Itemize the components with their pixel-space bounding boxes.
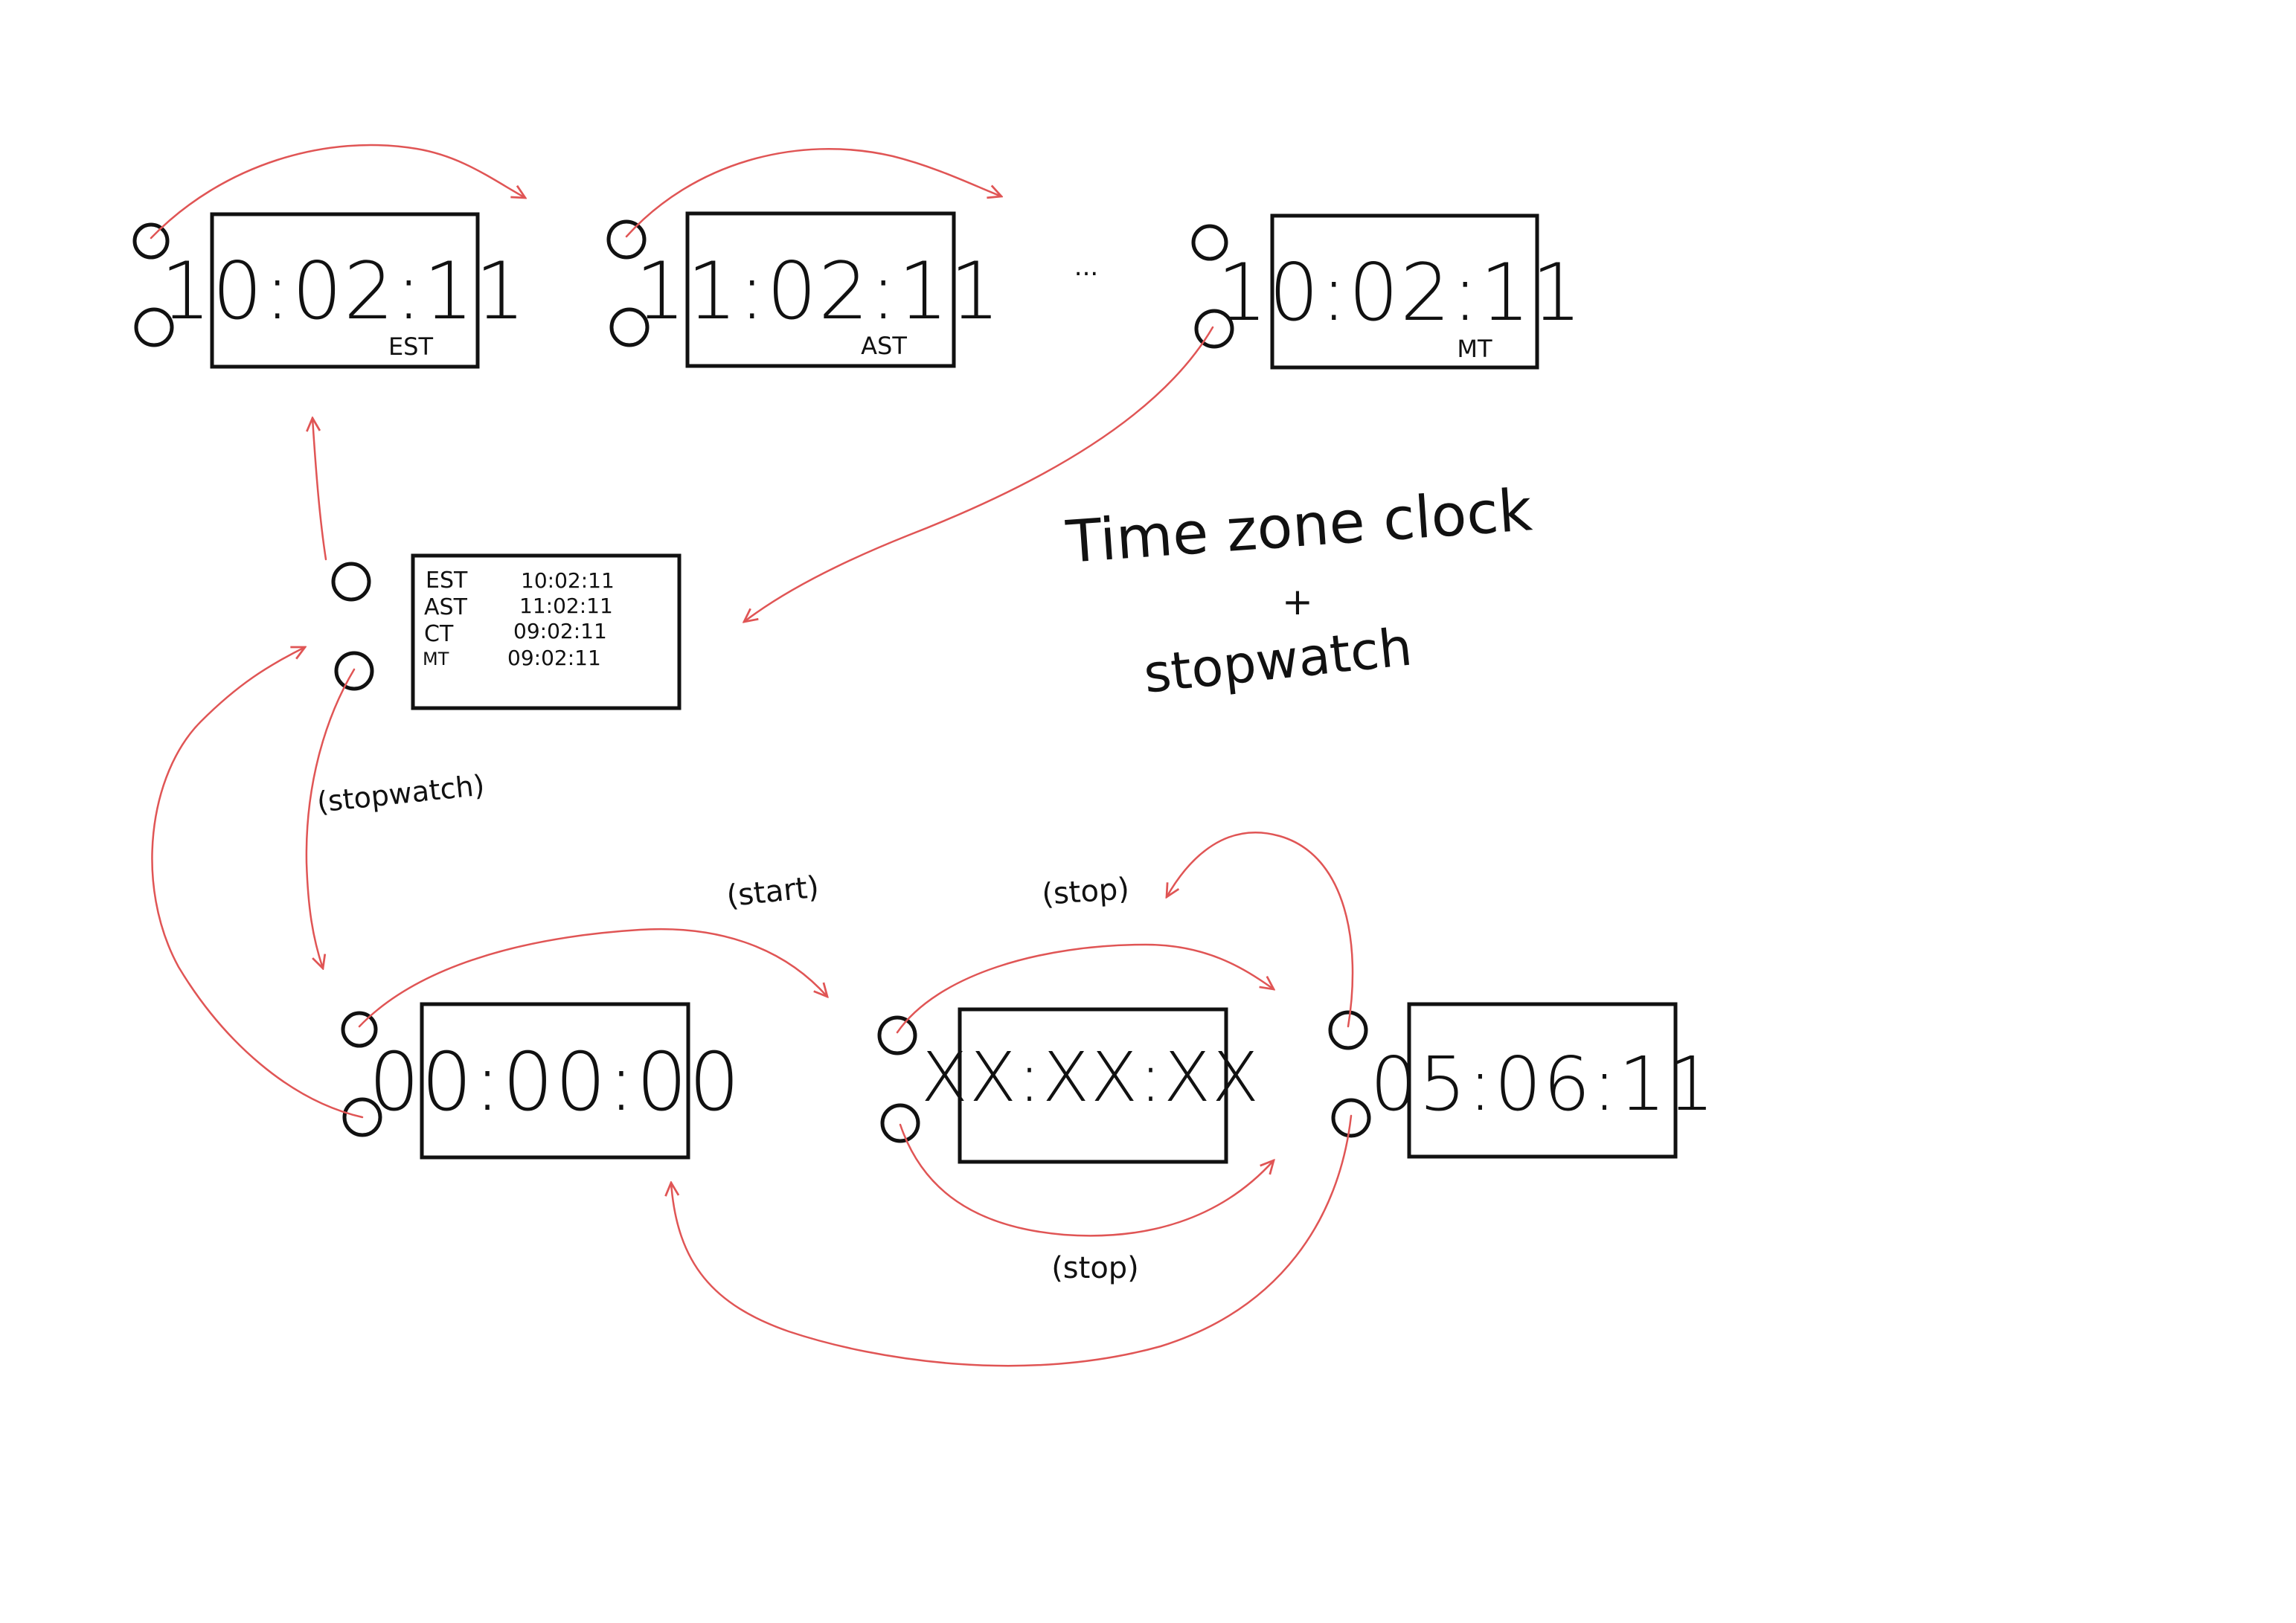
screen-mt xyxy=(1270,213,1539,370)
list-row: CT 09:02:11 xyxy=(424,619,607,647)
arrow-list-to-est xyxy=(312,418,327,561)
arrow-list-to-stopwatch xyxy=(305,668,356,968)
time-stopwatch-stopped: 05:06:11 xyxy=(1370,1041,1716,1128)
label-stopwatch: (stopwatch) xyxy=(315,768,486,818)
top-button-list[interactable] xyxy=(331,562,371,602)
clock-mt: 10:02:11 MT xyxy=(1191,213,1583,370)
top-button-ast[interactable] xyxy=(606,219,647,260)
title-line-1: Time zone clock xyxy=(1063,477,1534,576)
list-row: AST 11:02:11 xyxy=(424,594,613,620)
top-button-mt[interactable] xyxy=(1191,224,1228,261)
label-start: (start) xyxy=(725,870,821,914)
arrow-stopped-to-reset xyxy=(671,1114,1353,1367)
top-button-stopwatch-stopped[interactable] xyxy=(1328,1010,1368,1050)
list-zone: EST xyxy=(426,568,468,594)
list-row: MT 09:02:11 xyxy=(423,646,601,670)
list-zone: CT xyxy=(424,621,454,647)
label-stop-top: (stop) xyxy=(1041,872,1131,912)
list-time: 10:02:11 xyxy=(521,568,615,593)
title-line-3: stopwatch xyxy=(1141,616,1414,704)
stopwatch-stopped: 05:06:11 xyxy=(1328,1002,1716,1159)
arrow-reset-to-list xyxy=(151,647,364,1119)
arrow-ast-to-next xyxy=(625,148,1001,238)
list-time: 09:02:11 xyxy=(513,619,607,643)
time-mt: 10:02:11 xyxy=(1217,247,1583,338)
bottom-button-stopwatch-running[interactable] xyxy=(880,1103,920,1143)
clock-list: EST 10:02:11 AST 11:02:11 CT 09:02:11 MT… xyxy=(331,553,682,710)
time-stopwatch-reset: 00:00:00 xyxy=(368,1036,741,1129)
stopwatch-reset: 00:00:00 xyxy=(341,1002,741,1160)
list-zone: MT xyxy=(423,649,449,669)
clock-est: 10:02:11 EST xyxy=(132,212,527,369)
list-zone: AST xyxy=(424,594,468,620)
transition-arrows xyxy=(150,144,1354,1367)
diagram-title: Time zone clock + stopwatch xyxy=(1063,477,1534,704)
clock-ast: 11:02:11 AST xyxy=(606,211,1001,368)
time-est: 10:02:11 xyxy=(161,245,527,337)
screen-stopwatch-running xyxy=(958,1007,1228,1164)
screen-ast xyxy=(685,211,956,368)
list-time: 09:02:11 xyxy=(507,646,601,670)
screen-stopwatch-reset xyxy=(420,1002,690,1160)
zone-ast: AST xyxy=(861,332,907,360)
time-stopwatch-running: XX:XX:XX xyxy=(921,1038,1260,1117)
arrow-est-to-ast xyxy=(150,144,525,240)
screen-stopwatch-stopped xyxy=(1407,1002,1678,1159)
list-time: 11:02:11 xyxy=(519,594,613,618)
arrow-stop-top xyxy=(896,943,1274,1034)
top-button-est[interactable] xyxy=(132,222,170,260)
zone-est: EST xyxy=(388,332,434,361)
arrow-mt-to-list xyxy=(744,326,1214,622)
bottom-button-ast[interactable] xyxy=(609,307,650,347)
list-row: EST 10:02:11 xyxy=(426,568,615,594)
ellipsis: ... xyxy=(1074,252,1098,282)
top-button-stopwatch-reset[interactable] xyxy=(341,1011,378,1048)
zone-mt: MT xyxy=(1457,335,1492,363)
stopwatch-running: XX:XX:XX xyxy=(877,1007,1260,1164)
arrow-stopped-loop xyxy=(1167,832,1354,1028)
title-line-2: + xyxy=(1282,580,1313,623)
bottom-button-est[interactable] xyxy=(134,307,174,347)
top-button-stopwatch-running[interactable] xyxy=(877,1015,917,1055)
arrow-start xyxy=(358,928,827,1028)
time-ast: 11:02:11 xyxy=(635,245,1001,337)
arrow-stop-bottom xyxy=(899,1123,1274,1237)
label-stop-bottom: (stop) xyxy=(1051,1251,1139,1285)
screen-list xyxy=(411,553,682,710)
screen-est xyxy=(210,212,480,369)
